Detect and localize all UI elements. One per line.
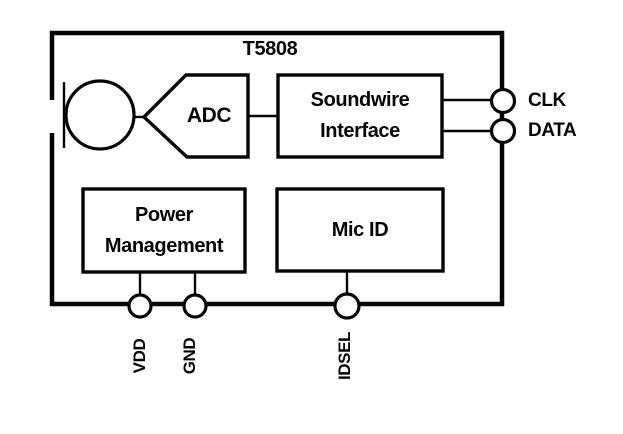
adc-block: [141, 73, 250, 159]
clk-pin-label: CLK: [528, 90, 566, 111]
soundwire-label-line1: Soundwire: [310, 89, 410, 111]
microphone-icon: [64, 79, 136, 151]
adc-label-text: ADC: [186, 104, 232, 127]
power-management-label: Power Management: [83, 189, 245, 272]
pin-data: [489, 117, 517, 145]
chip-title: T5808: [242, 38, 298, 60]
adc-label: ADC: [149, 102, 269, 130]
gnd-pin-label: GND: [180, 337, 199, 375]
chip-outline: [49, 30, 505, 307]
pin-vdd: [127, 293, 153, 319]
pin-clk: [489, 87, 517, 115]
mic-id-label-text: Mic ID: [331, 218, 389, 241]
power-label-line2: Management: [104, 234, 224, 257]
mic-id-block: [275, 187, 445, 273]
pin-gnd: [182, 293, 208, 319]
power-label-line1: Power: [134, 203, 194, 226]
pin-idsel: [333, 292, 361, 320]
soundwire-block: [276, 73, 444, 159]
soundwire-label: Soundwire Interface: [278, 75, 442, 157]
soundwire-label-line2: Interface: [320, 120, 400, 142]
mic-id-label: Mic ID: [277, 189, 443, 271]
power-management-block: [81, 187, 247, 274]
vdd-pin-label: VDD: [130, 338, 149, 374]
data-pin-label: DATA: [528, 120, 577, 141]
idsel-pin-label: IDSEL: [335, 331, 354, 381]
